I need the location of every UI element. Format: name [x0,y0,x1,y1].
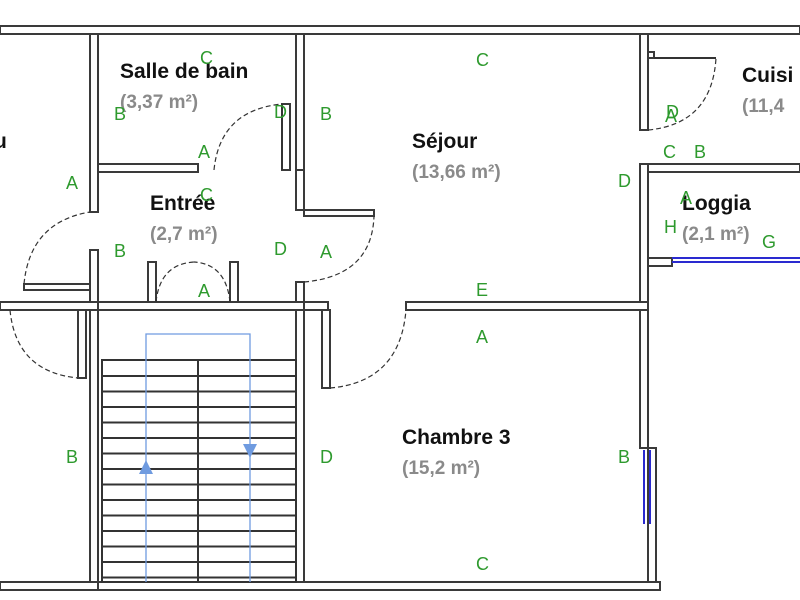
wall-label: C [476,554,489,574]
room-area-sejour: (13,66 m²) [412,162,501,183]
room-name-sejour: Séjour [412,130,477,153]
room-name-loggia: Loggia [682,192,751,215]
wall-label: A [66,173,78,193]
room-area-loggia: (2,1 m²) [682,224,750,245]
wall-label: E [476,280,488,300]
room-area-salle-de-bain: (3,37 m²) [120,92,198,113]
wall-label: A [198,281,210,301]
wall-label: C [476,50,489,70]
room-name-entree: Entrée [150,192,215,215]
room-area-entree: (2,7 m²) [150,224,218,245]
windows [643,257,800,524]
stair-up-arrow-icon [139,460,153,474]
wall-label: A [680,188,692,208]
walls [0,25,800,591]
door-swings [9,57,717,389]
wall-label: D [320,447,333,467]
wall-label: G [762,232,776,252]
wall-label: C [663,142,676,162]
wall-label: B [114,104,126,124]
wall-label: D [274,239,287,259]
room-name-cuisine: Cuisi [742,64,793,87]
wall-label: B [66,447,78,467]
wall-label: B [618,447,630,467]
wall-label: A [320,242,332,262]
room-area-cuisine: (11,4 [742,96,785,117]
wall-label: D [666,102,679,122]
room-name-chambre-3: Chambre 3 [402,426,511,449]
staircase [101,359,297,583]
wall-label: H [664,217,677,237]
room-name-salle-de-bain: Salle de bain [120,60,248,83]
wall-label: B [114,241,126,261]
wall-label: A [476,327,488,347]
wall-labels: C B D A C B D A E C B D A A B D A C B A … [66,48,776,574]
wall-label: D [618,171,631,191]
room-name-left-partial: u [0,130,7,153]
stair-down-arrow-icon [243,444,257,458]
door-leaves [281,57,716,170]
wall-label: B [694,142,706,162]
wall-label: C [200,48,213,68]
wall-label: A [665,106,677,126]
wall-label: A [198,142,210,162]
wall-label: D [274,102,287,122]
room-area-chambre-3: (15,2 m²) [402,458,480,479]
wall-label: C [200,185,213,205]
wall-label: B [320,104,332,124]
